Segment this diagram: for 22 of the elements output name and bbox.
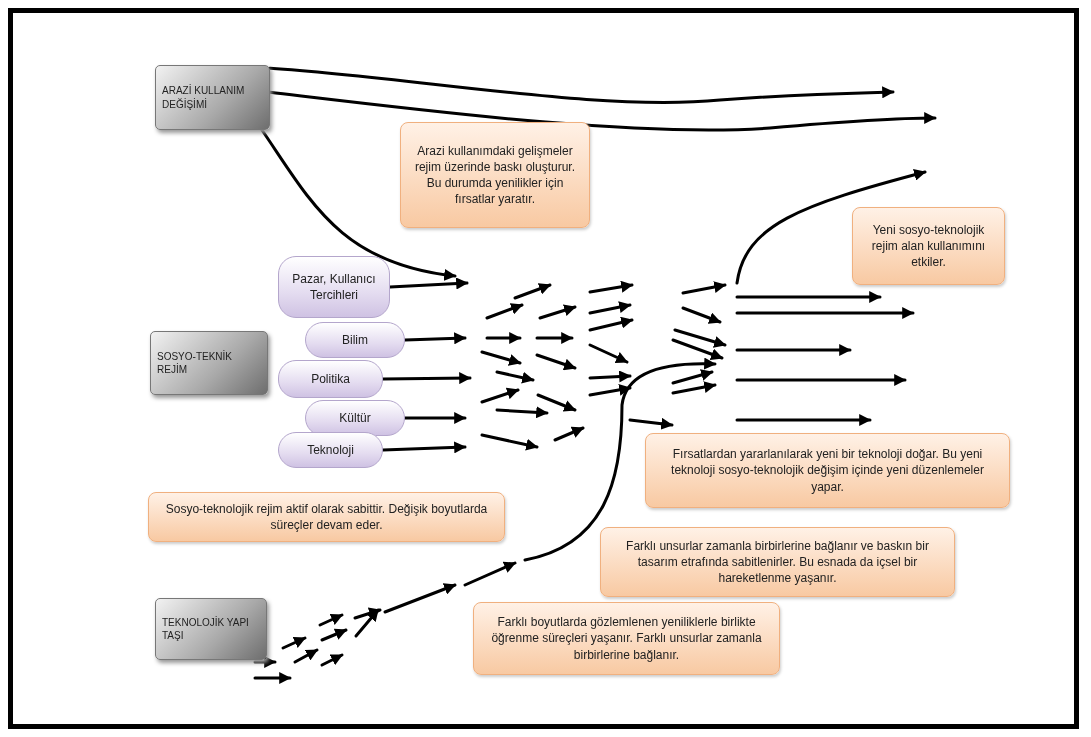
dimension-pill: Politika (278, 360, 383, 398)
dimension-pill: Teknoloji (278, 432, 383, 468)
dimension-pill: Bilim (305, 322, 405, 358)
dimension-pill: Kültür (305, 400, 405, 436)
note-box: Fırsatlardan yararlanılarak yeni bir teknoloji doğar. Bu yeni teknoloji sosyo-teknolojik değişim içinde yeni düzenlemeler yapar. (645, 433, 1010, 508)
note-box: Yeni sosyo-teknolojik rejim alan kullanımını etkiler. (852, 207, 1005, 285)
arrow (381, 441, 467, 454)
arrow (268, 66, 895, 104)
dimension-pill: Pazar, Kullanıcı Tercihleri (278, 256, 390, 318)
note-box: Farklı boyutlarda gözlemlenen yeniliklerle birlikte öğrenme süreçleri yaşanır. Farklı unsurlar zamanla birbirlerine bağlanır. (473, 602, 780, 675)
arrow (260, 128, 457, 281)
arrow (403, 332, 467, 345)
arrow (388, 277, 469, 290)
level-box: ARAZİ KULLANIM DEĞİŞİMİ (155, 65, 270, 130)
note-box: Arazi kullanımdaki gelişmeler rejim üzerinde baskı oluşturur. Bu durumda yenilikler için fırsatlar yaratır. (400, 122, 590, 228)
arrow (381, 372, 472, 385)
note-box: Farklı unsurlar zamanla birbirlerine bağlanır ve baskın bir tasarım etrafında sabitlenirler. Bu esnada da içsel bir hareketlenme yaşanır. (600, 527, 955, 597)
level-box: SOSYO-TEKNİK REJİM (150, 331, 268, 395)
note-box: Sosyo-teknolojik rejim aktif olarak sabittir. Değişik boyutlarda süreçler devam eder. (148, 492, 505, 542)
arrow (268, 90, 937, 132)
level-box: TEKNOLOJİK YAPI TAŞI (155, 598, 267, 660)
arrow (403, 412, 467, 424)
